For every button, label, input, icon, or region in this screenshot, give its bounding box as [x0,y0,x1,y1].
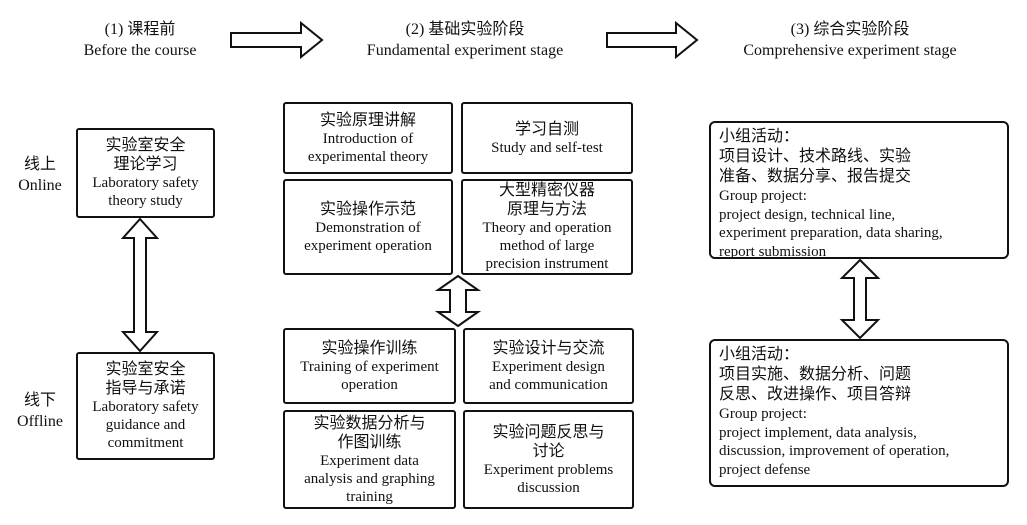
box-text-en: theory study [108,193,183,209]
box-text-zh: 实验操作训练 [321,339,418,357]
box-text-en: analysis and graphing [304,470,435,487]
box-text-en: Experiment design [492,358,605,375]
stage-header-fundamental: (2) 基础实验阶段 Fundamental experiment stage [335,19,595,61]
double-arrow-comprehensive [839,258,881,340]
box-online-safety-theory: 实验室安全 理论学习 Laboratory safety theory stud… [76,128,215,218]
offline-label-en: Offline [17,413,63,430]
box-text-en: Experiment data [320,452,419,469]
online-label-en: Online [18,177,62,194]
box-text-zh: 实验室安全 [105,361,186,378]
box-offline-safety-guidance: 实验室安全 指导与承诺 Laboratory safety guidance a… [76,352,215,460]
box-data-analysis: 实验数据分析与 作图训练 Experiment data analysis an… [283,410,456,509]
box-text-en: experiment preparation, data sharing, [719,225,943,241]
stage-title-en: Before the course [83,42,197,59]
box-text-en: precision instrument [485,256,609,272]
stage-title-en: Comprehensive experiment stage [743,42,957,59]
box-text-en: discussion [517,479,580,496]
box-text-en: experiment operation [304,237,432,254]
stage-header-comprehensive: (3) 综合实验阶段 Comprehensive experiment stag… [710,19,990,61]
stage-title-zh: (1) 课程前 [104,21,176,38]
box-text-zh: 实验设计与交流 [492,339,605,357]
box-text-en: Theory and operation [482,220,612,236]
box-precision-instrument: 大型精密仪器 原理与方法 Theory and operation method… [461,179,633,275]
box-text-en: Demonstration of [315,219,421,236]
box-theory-introduction: 实验原理讲解 Introduction of experimental theo… [283,102,453,174]
box-text-zh: 反思、改进操作、项目答辩 [719,386,912,403]
box-text-en: project implement, data analysis, [719,424,917,441]
box-text-zh: 实验数据分析与 [313,414,426,432]
box-text-en: Experiment problems [483,461,614,478]
box-text-en: and communication [489,376,608,393]
box-text-zh: 项目设计、技术路线、实验 [719,148,912,165]
box-operation-training: 实验操作训练 Training of experiment operation [283,328,456,404]
box-text-zh: 实验原理讲解 [319,111,416,129]
box-text-zh: 小组活动： [719,128,800,145]
box-group-project-planning: 小组活动： 项目设计、技术路线、实验 准备、数据分享、报告提交 Group pr… [709,121,1009,259]
box-text-en: project design, technical line, [719,206,896,223]
box-text-en: Training of experiment [300,358,439,375]
stage-arrow-2 [606,20,699,60]
stage-title-zh: (3) 综合实验阶段 [790,21,910,38]
box-self-test: 学习自测 Study and self-test [461,102,633,174]
box-text-en: training [346,488,393,505]
box-design-communication: 实验设计与交流 Experiment design and communicat… [463,328,634,404]
stage-header-before-course: (1) 课程前 Before the course [40,19,240,61]
box-text-zh: 小组活动： [719,346,800,363]
box-text-en: project defense [719,461,811,478]
offline-label: 线下 Offline [4,390,76,432]
stage-title-en: Fundamental experiment stage [366,42,564,59]
box-text-en: operation [341,376,398,393]
box-text-en: Laboratory safety [92,399,199,415]
box-text-en: method of large [499,238,595,254]
stage-arrow-1 [230,20,324,60]
offline-label-zh: 线下 [23,392,56,409]
online-label-zh: 线上 [23,156,56,173]
box-text-en: Laboratory safety [92,175,199,191]
box-text-en: guidance and [105,417,186,433]
box-text-en: Study and self-test [491,139,603,156]
box-text-en: Introduction of [322,130,414,147]
box-text-zh: 作图训练 [337,433,402,451]
box-demonstration: 实验操作示范 Demonstration of experiment opera… [283,179,453,275]
box-text-zh: 实验问题反思与 [492,423,605,441]
box-text-en: Group project: [719,406,807,422]
double-arrow-before-course [120,217,160,353]
box-text-zh: 理论学习 [113,156,178,173]
box-text-zh: 大型精密仪器 [498,182,595,199]
double-arrow-fundamental [434,274,482,328]
online-label: 线上 Online [4,154,76,196]
stage-title-zh: (2) 基础实验阶段 [405,21,525,38]
box-text-zh: 实验室安全 [105,137,186,154]
box-text-en: report submission [719,243,827,259]
box-problems-discussion: 实验问题反思与 讨论 Experiment problems discussio… [463,410,634,509]
box-text-zh: 原理与方法 [506,201,587,218]
box-text-en: experimental theory [307,148,429,165]
box-text-zh: 讨论 [532,442,565,460]
box-text-zh: 项目实施、数据分析、问题 [719,366,912,383]
box-text-en: Group project: [719,188,807,204]
box-text-zh: 准备、数据分享、报告提交 [719,168,912,185]
box-text-en: discussion, improvement of operation, [719,443,950,459]
box-text-zh: 学习自测 [514,120,579,138]
box-text-zh: 指导与承诺 [105,380,186,397]
box-text-en: commitment [107,435,184,451]
box-text-zh: 实验操作示范 [319,200,416,218]
box-group-project-implementation: 小组活动： 项目实施、数据分析、问题 反思、改进操作、项目答辩 Group pr… [709,339,1009,487]
